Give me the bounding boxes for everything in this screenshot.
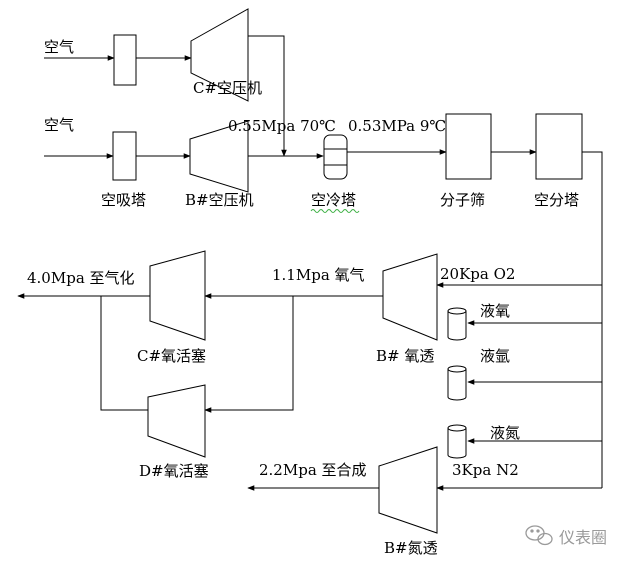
air-mid-label: 空气	[44, 116, 74, 134]
to-synthesis-label: 2.2Mpa 至合成	[259, 461, 367, 479]
air-separation-tower-box	[535, 113, 583, 180]
cooling-tower-shape	[323, 134, 348, 180]
b-oxygen-turbine-shape	[382, 253, 438, 341]
b-nitrogen-turbine-shape	[378, 446, 438, 534]
watermark-label: 仪表圈	[559, 528, 607, 547]
c-compressor-label: C#空压机	[193, 79, 262, 97]
c-oxygen-piston-label: C#氧活塞	[137, 347, 206, 365]
separation-tower-output-header-line	[582, 151, 603, 488]
cooling-tower-label: 空冷塔	[311, 191, 356, 209]
molecular-sieve-label: 分子筛	[440, 191, 485, 209]
cooling-tower-spellcheck-underline	[310, 209, 360, 213]
air-separation-tower-label: 空分塔	[534, 191, 579, 209]
oxygen-1-1-label: 1.1Mpa 氧气	[272, 266, 365, 284]
air-intake-tower-box	[112, 131, 137, 181]
b-oxygen-to-d-piston-line	[204, 296, 294, 413]
b-compressor-shape	[189, 120, 249, 193]
liquid-oxygen-label: 液氧	[480, 302, 510, 320]
b-compressor-label: B#空压机	[185, 191, 254, 209]
air-intake-tower-label: 空吸塔	[101, 191, 146, 209]
liquid-nitrogen-tank	[447, 424, 467, 459]
air-top-filter-box	[113, 34, 137, 86]
c-piston-to-d-piston-loop-line	[100, 296, 148, 411]
pressure-in-label: 0.55Mpa 70℃	[228, 117, 336, 135]
n2-3kpa-label: 3Kpa N2	[452, 461, 519, 479]
wechat-icon	[525, 525, 553, 546]
c-compressor-shape	[190, 8, 249, 102]
liquid-oxygen-tank	[447, 307, 467, 341]
to-gasification-label: 4.0Mpa 至气化	[27, 269, 135, 287]
o2-20kpa-label: 20Kpa O2	[440, 265, 515, 283]
b-oxygen-turbine-label: B# 氧透	[376, 347, 434, 365]
liquid-nitrogen-label: 液氮	[490, 424, 520, 442]
c-compressor-discharge-line	[248, 35, 287, 157]
liquid-argon-label: 液氩	[480, 347, 510, 365]
liquid-argon-tank	[447, 365, 467, 401]
b-nitrogen-turbine-label: B#氮透	[384, 539, 438, 557]
air-top-label: 空气	[44, 38, 74, 56]
c-oxygen-piston-shape	[149, 250, 206, 341]
pressure-out-label: 0.53MPa 9℃	[348, 117, 446, 135]
d-oxygen-piston-shape	[147, 384, 206, 458]
molecular-sieve-box	[445, 113, 492, 180]
d-oxygen-piston-label: D#氧活塞	[139, 462, 209, 480]
